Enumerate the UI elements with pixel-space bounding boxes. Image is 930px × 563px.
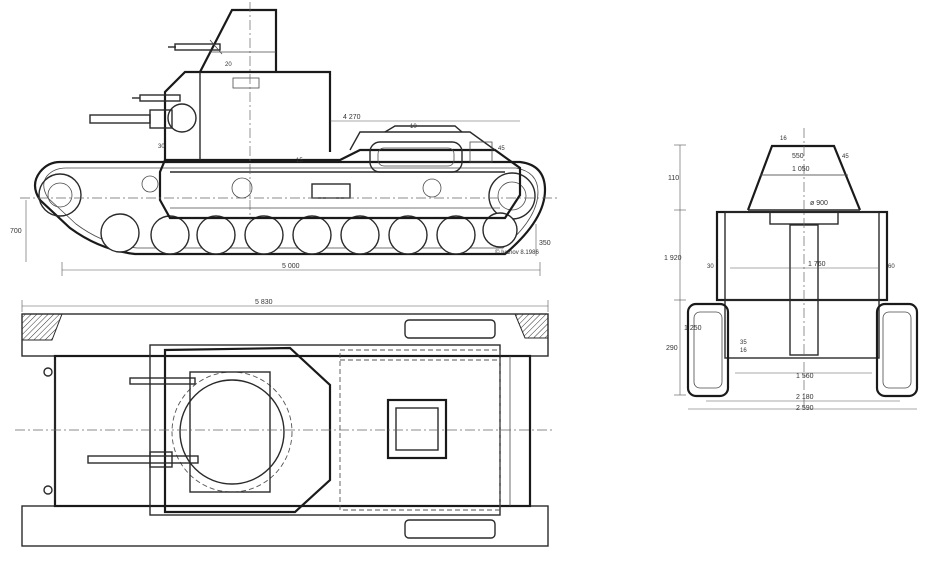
- side-view: 5 000 4 270 700 350 20 30 10 15 45 © Iva…: [10, 2, 560, 276]
- front-turret: [746, 144, 862, 211]
- dim-track-height-front: 290: [666, 345, 678, 352]
- drive-sprocket: [488, 172, 536, 220]
- dim-track-width: 2 180: [796, 394, 814, 401]
- top-guns: [87, 377, 199, 468]
- dim-turret-height: 110: [668, 175, 679, 182]
- main-gun: [89, 94, 197, 133]
- dim-turret-side: 45: [842, 154, 849, 160]
- hull-top: [53, 354, 532, 508]
- dim-armor-right: 60: [888, 264, 895, 270]
- dim-track-height: 350: [539, 240, 551, 247]
- turret-hexagon: [163, 346, 332, 514]
- front-track-left: [686, 302, 730, 398]
- dim-small-b: 16: [740, 348, 747, 354]
- dim-armor-c: 15: [296, 158, 303, 164]
- dim-overall-length-lower: 5 000: [282, 263, 300, 270]
- author-signature: © Ivanov 8.1986: [495, 249, 539, 256]
- dim-turret-top-width: 550: [792, 153, 804, 160]
- dim-armor-left: 30: [707, 264, 714, 270]
- dim-top-plate: 16: [780, 136, 787, 142]
- engine-hatch: [386, 398, 448, 460]
- dim-hatch-diameter: ø 900: [810, 200, 828, 207]
- exhaust-bottom: [404, 519, 496, 539]
- upper-machine-gun: [168, 39, 223, 55]
- idler-wheel: [38, 173, 82, 217]
- dim-overall-width: 2 590: [796, 405, 814, 412]
- upper-turret: [199, 8, 278, 73]
- dim-armor-b: 10: [410, 124, 417, 130]
- dim-hull-top-length: 4 270: [343, 114, 361, 121]
- dim-turret-offset: 20: [225, 62, 232, 68]
- hull: [158, 148, 522, 220]
- dim-inner-width: 1 760: [808, 261, 826, 268]
- front-track-right: [875, 302, 919, 398]
- top-view: 5 830: [15, 299, 555, 547]
- road-wheels: [100, 212, 518, 255]
- dim-hull-height: 1 250: [684, 325, 702, 332]
- dim-height-left: 700: [10, 228, 22, 235]
- superstructure: [163, 70, 332, 160]
- front-view: 110 1 920 1 250 290 550 1 050 ø 900 1 76…: [664, 128, 919, 412]
- dim-top-overall-length: 5 830: [255, 299, 273, 306]
- dim-turret-base-width: 1 050: [792, 166, 810, 173]
- exhaust-top: [404, 319, 496, 339]
- dim-lower-width: 1 560: [796, 373, 814, 380]
- dim-armor-a: 30: [158, 144, 165, 150]
- dim-armor-d: 45: [498, 146, 505, 152]
- dim-small-a: 35: [740, 340, 747, 346]
- dim-total-height: 1 920: [664, 255, 682, 262]
